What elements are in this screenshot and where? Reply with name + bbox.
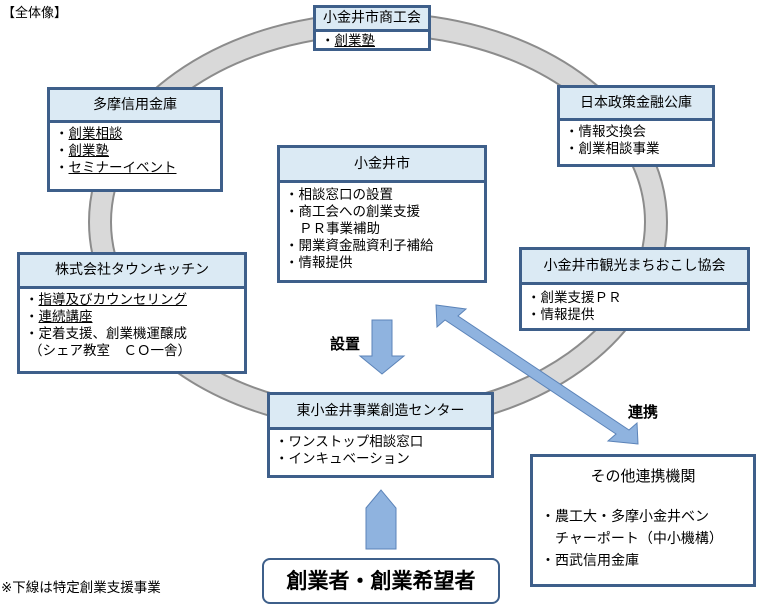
org-item: 指導及びカウンセリング [38,292,188,308]
org-item: 開業資金融資利子補給 [298,238,434,254]
org-box-tama-shinkin: 多摩信用金庫 ・創業相談 ・創業塾 ・セミナーイベント [47,87,223,192]
org-item: 情報提供 [540,307,595,323]
org-box-jfc: 日本政策金融公庫 ・情報交換会 ・創業相談事業 [557,85,715,167]
org-box-city: 小金井市 ・相談窓口の設置 ・商工会への創業支援 ＰＲ事業補助 ・開業資金融資利… [277,145,487,283]
other-partner-line: チャーポート（中小機構） [541,531,723,547]
org-title: 小金井市観光まちおこし協会 [522,250,747,285]
org-title: 小金井市商工会 [316,8,428,32]
org-item: 情報交換会 [578,124,647,140]
org-box-shokokai: 小金井市商工会 ・創業塾 [313,5,431,51]
other-partner-line: ・西武信用金庫 [541,553,639,569]
org-title: 株式会社タウンキッチン [20,255,244,289]
org-item: 創業塾 [68,143,110,159]
underline-note: ※下線は特定創業支援事業 [1,580,161,596]
org-item: インキュベーション [288,451,410,467]
org-item: 相談窓口の設置 [298,187,394,203]
org-title: 多摩信用金庫 [50,90,220,123]
org-item: ワンストップ相談窓口 [288,434,424,450]
founders-up-arrow [365,489,397,550]
other-partner-line: ・農工大・多摩小金井ベン [541,509,709,525]
link-label: 連携 [628,403,659,421]
org-item: 創業相談 [68,126,123,142]
org-box-center: 東小金井事業創造センター ・ワンストップ相談窓口 ・インキュベーション [267,392,494,478]
org-title: 小金井市 [280,148,484,183]
org-item: 創業相談事業 [578,141,660,157]
overview-title: 【全体像】 [2,6,68,21]
other-partners-box: その他連携機関 ・農工大・多摩小金井ベン チャーポート（中小機構） ・西武信用金… [530,454,756,587]
org-item-continuation: （シェア教室 ＣＯ一舎） [29,343,191,359]
org-title: 東小金井事業創造センター [270,395,491,430]
org-item-continuation: ＰＲ事業補助 [299,221,380,237]
setup-label: 設置 [330,335,361,353]
org-box-town-kitchen: 株式会社タウンキッチン ・指導及びカウンセリング ・連続講座 ・定着支援、創業機… [17,252,247,374]
setup-arrow [358,319,406,375]
org-title: 日本政策金融公庫 [560,88,712,121]
org-item: 創業塾 [334,33,376,49]
other-partners-title: その他連携機関 [590,467,696,485]
org-item: 創業支援ＰＲ [540,290,622,306]
link-double-arrow [435,304,639,445]
founders-box: 創業者・創業希望者 [262,558,500,604]
org-item: 商工会への創業支援 [298,204,421,220]
org-item: 定着支援、創業機運醸成 [38,326,188,342]
org-item: 連続講座 [38,309,93,325]
org-item: 情報提供 [298,255,353,271]
org-item: セミナーイベント [68,160,177,176]
org-box-tourism: 小金井市観光まちおこし協会 ・創業支援ＰＲ ・情報提供 [519,247,750,331]
